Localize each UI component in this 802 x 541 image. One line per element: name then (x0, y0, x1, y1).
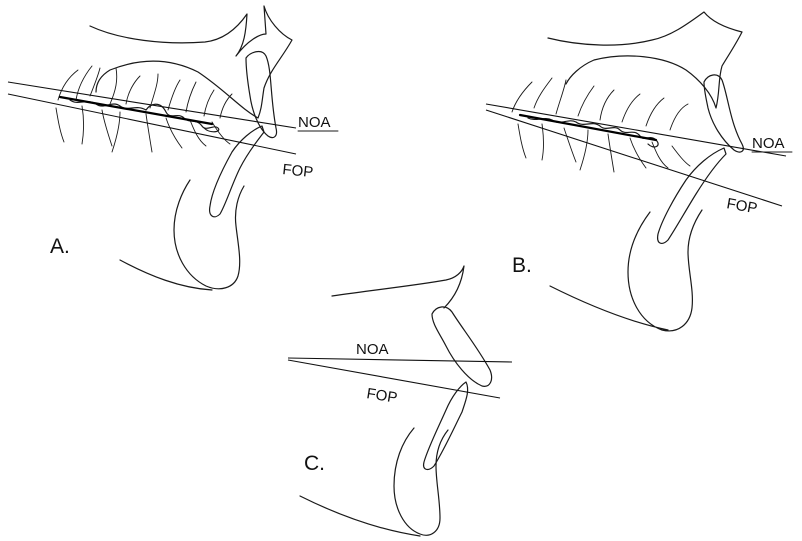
panel-a-fop-line (8, 94, 296, 154)
panel-a-mandible (120, 180, 244, 290)
panel-c-noa-label: NOA (356, 341, 389, 358)
panel-c-label: C. (304, 452, 325, 475)
panel-b-fop-line (486, 110, 782, 206)
panel-a-noa-line (8, 82, 296, 128)
panel-c-noa-line (288, 358, 512, 362)
panel-a: NOA FOP A. (8, 6, 338, 290)
panel-b: NOA FOP B. (486, 12, 792, 331)
panel-a-occlusal-contacts (70, 100, 219, 132)
panel-c-mandible (300, 428, 448, 536)
panel-c: NOA FOP C. (288, 266, 512, 536)
panel-a-label: A. (50, 235, 70, 258)
panel-b-noa-label: NOA (752, 135, 785, 152)
panel-c-lower-incisor (424, 382, 468, 469)
panel-b-noa-line (486, 104, 786, 156)
panel-b-label: B. (512, 254, 532, 277)
panel-b-fop-label: FOP (725, 195, 758, 217)
panel-c-fop-label: FOP (365, 385, 398, 407)
panel-b-upper-teeth (512, 78, 688, 130)
panel-a-fop-label: FOP (282, 161, 314, 181)
panel-b-mandible (550, 210, 702, 331)
panel-c-maxilla-outline (332, 266, 464, 308)
panel-b-maxilla-outline (548, 12, 742, 108)
panel-b-upper-incisor (704, 75, 743, 152)
panel-c-upper-incisor (432, 307, 492, 386)
panel-a-noa-label: NOA (298, 114, 331, 131)
panel-a-maxilla-outline (90, 6, 292, 118)
